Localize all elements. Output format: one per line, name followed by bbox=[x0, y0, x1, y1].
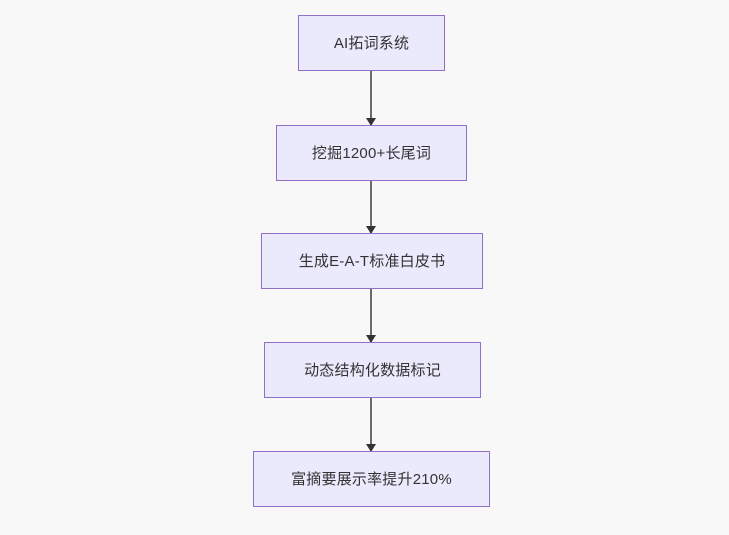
flow-edge-n3-n4 bbox=[366, 289, 376, 343]
flow-node-mine-longtail-keywords[interactable]: 挖掘1200+长尾词 bbox=[276, 125, 467, 181]
flow-node-label: AI拓词系统 bbox=[333, 34, 410, 52]
arrow-down-icon bbox=[366, 226, 376, 234]
flow-node-rich-snippet-impression-lift[interactable]: 富摘要展示率提升210% bbox=[253, 451, 490, 507]
flow-node-dynamic-structured-data-markup[interactable]: 动态结构化数据标记 bbox=[264, 342, 481, 398]
arrow-down-icon bbox=[366, 335, 376, 343]
flow-node-label: 动态结构化数据标记 bbox=[304, 361, 441, 379]
flow-node-generate-eat-whitepaper[interactable]: 生成E-A-T标准白皮书 bbox=[261, 233, 483, 289]
flow-edge-n1-n2 bbox=[366, 71, 376, 126]
flow-edge-n4-n5 bbox=[366, 398, 376, 452]
flow-node-label: 富摘要展示率提升210% bbox=[291, 470, 452, 488]
flow-edge-n2-n3 bbox=[366, 181, 376, 234]
flow-node-label: 生成E-A-T标准白皮书 bbox=[298, 252, 446, 270]
arrow-down-icon bbox=[366, 444, 376, 452]
arrow-down-icon bbox=[366, 118, 376, 126]
flow-node-label: 挖掘1200+长尾词 bbox=[311, 144, 432, 162]
flow-node-ai-keyword-system[interactable]: AI拓词系统 bbox=[298, 15, 445, 71]
